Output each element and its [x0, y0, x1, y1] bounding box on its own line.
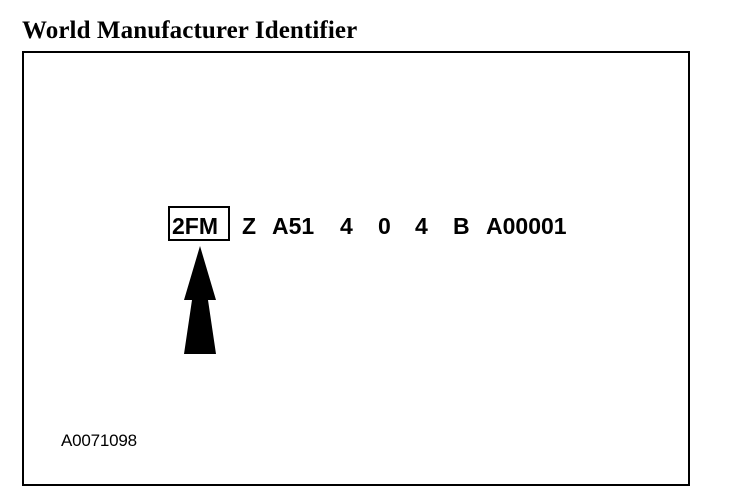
page-title: World Manufacturer Identifier	[22, 17, 358, 44]
vin-segment: B	[453, 213, 470, 239]
wmi-highlight-box	[168, 206, 230, 241]
vin-segment: 4	[340, 213, 353, 239]
figure-frame: 2FM Z A51 4 0 4 B A00001 A0071098	[22, 51, 690, 486]
vin-segment: A51	[272, 213, 315, 239]
vin-segment: 4	[415, 213, 428, 239]
vin-wmi-code: 2FM	[172, 213, 218, 239]
arrow-up-icon	[184, 246, 216, 354]
figure-id: A0071098	[61, 431, 137, 450]
vin-segment: A00001	[486, 213, 567, 239]
vin-segment: Z	[242, 213, 257, 239]
vin-segment: 0	[378, 213, 391, 239]
